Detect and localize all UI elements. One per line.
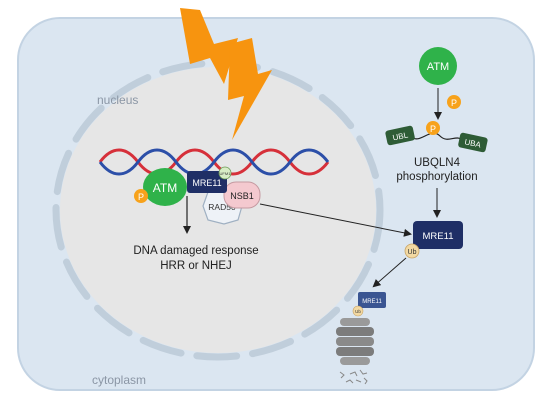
atm-dna-label: ATM <box>153 181 177 195</box>
atm-top-protein <box>419 47 457 85</box>
uba-label: UBA <box>464 137 483 149</box>
ufm1-label: UFM1 <box>220 171 232 176</box>
atm-dna-protein <box>143 168 187 206</box>
degradation-arrow <box>372 257 407 288</box>
uba-domain <box>458 132 488 153</box>
peptide-fragments <box>339 369 368 385</box>
ub-tag <box>404 243 420 259</box>
ubqln4-linker <box>409 132 463 141</box>
mre11-small-protein <box>358 292 386 308</box>
ubl-label: UBL <box>392 130 410 142</box>
ub-label: Ub <box>408 249 417 256</box>
nucleus-label: nucleus <box>97 93 138 107</box>
ddr-line2: HRR or NHEJ <box>160 260 232 272</box>
ub-small-label: Ub <box>355 309 361 314</box>
mre11-cyto-label: MRE11 <box>423 231 454 242</box>
lightning-bolt-icon-2 <box>228 38 272 140</box>
ubl-domain <box>385 125 415 146</box>
phospho-atm-top <box>447 95 461 109</box>
rad50-label: RAD50 <box>208 202 236 212</box>
nsb1-protein <box>223 181 261 209</box>
phospho-ubqln4-label: P <box>430 124 436 134</box>
phospho-dna-label: P <box>138 192 144 202</box>
phospho-ubqln4 <box>426 121 440 135</box>
ub-small-tag <box>352 305 364 317</box>
mre11-cyto-protein <box>413 221 463 249</box>
atm-top-label: ATM <box>427 61 449 73</box>
lightning-bolt-icon <box>180 8 238 84</box>
proteasome <box>336 318 374 365</box>
ubqln4-line2: phosphorylation <box>396 171 477 183</box>
cytoplasm-label: cytoplasm <box>92 373 146 387</box>
ddr-line1: DNA damaged response <box>133 245 258 257</box>
ubqln4-line1: UBQLN4 <box>414 157 461 169</box>
mre11-small-label: MRE11 <box>362 299 382 305</box>
mre11-dna-label: MRE11 <box>192 178 221 188</box>
mre11-dna-protein <box>187 171 227 193</box>
ufm1-tag <box>218 166 232 180</box>
dna-helix <box>98 148 330 176</box>
export-arrow <box>259 203 412 237</box>
phospho-atm-top-label: P <box>451 98 457 108</box>
nsb1-label: NSB1 <box>230 191 254 201</box>
phospho-dna <box>134 189 148 203</box>
